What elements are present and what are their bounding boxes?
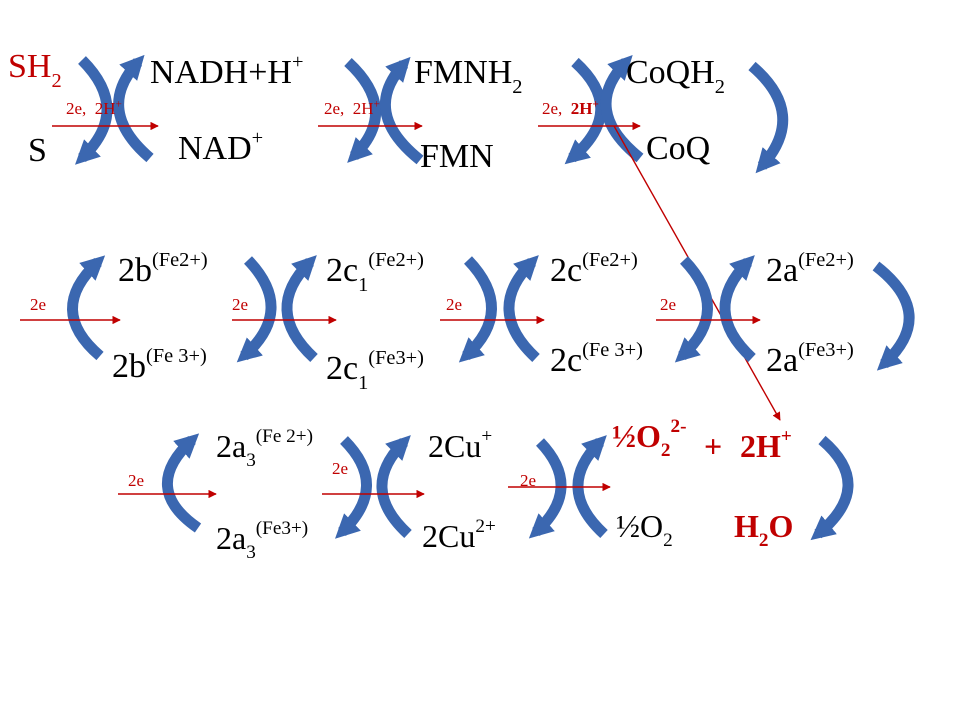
arc-a3-red-to-ox <box>335 436 372 539</box>
cross-sh2-nad <box>75 54 154 165</box>
label-nad: NAD+ <box>178 126 264 167</box>
row2-e-label-3: 2e <box>446 295 463 314</box>
label-sh2: SH2 <box>8 48 62 92</box>
arc-nadh-to-nad <box>344 57 381 163</box>
label-fmn: FMN <box>420 138 494 175</box>
cross-c-a <box>674 255 756 363</box>
arc-c1-red-to-ox <box>458 256 497 363</box>
label-a3-reduced: 2a3(Fe 2+) <box>216 426 313 472</box>
label-a-oxidized: 2a(Fe3+) <box>766 338 854 379</box>
arc-c1-ox-to-red <box>281 255 318 363</box>
arc-coqh2-to-coq <box>748 61 789 174</box>
label-b-reduced: 2b(Fe2+) <box>118 248 208 289</box>
label-coq: CoQ <box>646 130 711 167</box>
label-b-oxidized: 2b(Fe 3+) <box>112 344 207 385</box>
label-nadh: NADH+H+ <box>150 50 304 91</box>
arc-fmn-to-fmnh2 <box>379 56 424 165</box>
cross-fmnh2-coq <box>564 55 644 165</box>
label-c1-oxidized: 2c1(Fe3+) <box>326 346 424 394</box>
arc-b-ox-to-red <box>67 255 106 361</box>
row2-e-label-2: 2e <box>232 295 249 314</box>
label-c-oxidized: 2c(Fe 3+) <box>550 338 643 379</box>
step1-label: 2e, 2H+ <box>66 98 122 118</box>
label-peroxide: ½O22- <box>612 416 687 462</box>
label-plus: + <box>704 428 723 464</box>
cross-c1-c <box>458 255 540 363</box>
arc-cu-ox-to-red <box>376 435 412 539</box>
cross-nadh-fmn <box>344 56 424 165</box>
arc-peroxide-to-water <box>810 435 854 541</box>
arc-a3-ox-to-red <box>162 433 202 533</box>
step3-label: 2e, 2H+ <box>542 98 599 118</box>
arc-nad-to-nadh <box>113 54 154 163</box>
label-a-reduced: 2a(Fe2+) <box>766 248 854 289</box>
arc-fmnh2-to-fmn <box>564 57 607 165</box>
label-fmnh2: FMNH2 <box>414 54 523 98</box>
label-cu-reduced: 2Cu+ <box>428 426 493 464</box>
arc-a-ox-to-red <box>719 255 756 363</box>
row2-e-label-4: 2e <box>660 295 677 314</box>
row3-e-label-1: 2e <box>128 471 145 490</box>
arc-c-red-to-ox <box>674 256 713 363</box>
label-s: S <box>28 132 47 169</box>
arc-c-ox-to-red <box>503 255 540 363</box>
step2-label: 2e, 2H+ <box>324 98 380 118</box>
arc-b-red-to-ox <box>236 256 277 363</box>
label-c1-reduced: 2c1(Fe2+) <box>326 248 424 296</box>
label-water: H2O <box>734 508 794 552</box>
label-oxygen: ½O2 <box>616 508 673 552</box>
label-c-reduced: 2c(Fe2+) <box>550 248 638 289</box>
label-protons: 2H+ <box>740 426 792 464</box>
arc-o2-to-peroxide <box>572 435 608 539</box>
cross-a3-cu <box>335 435 412 539</box>
label-cu-oxidized: 2Cu2+ <box>422 516 496 554</box>
label-coqh2: CoQH2 <box>626 54 725 98</box>
row3-e-label-2: 2e <box>332 459 349 478</box>
arc-coq-to-coqh2 <box>600 55 644 163</box>
row3-e-label-3: 2e <box>520 471 537 490</box>
label-a3-oxidized: 2a3(Fe3+) <box>216 518 309 564</box>
cross-cu-o2 <box>528 435 608 539</box>
arc-a-red-to-ox <box>872 261 915 371</box>
arc-sh2-to-s <box>75 56 113 165</box>
row2-e-label-1: 2e <box>30 295 47 314</box>
cross-b-c1 <box>236 255 318 363</box>
